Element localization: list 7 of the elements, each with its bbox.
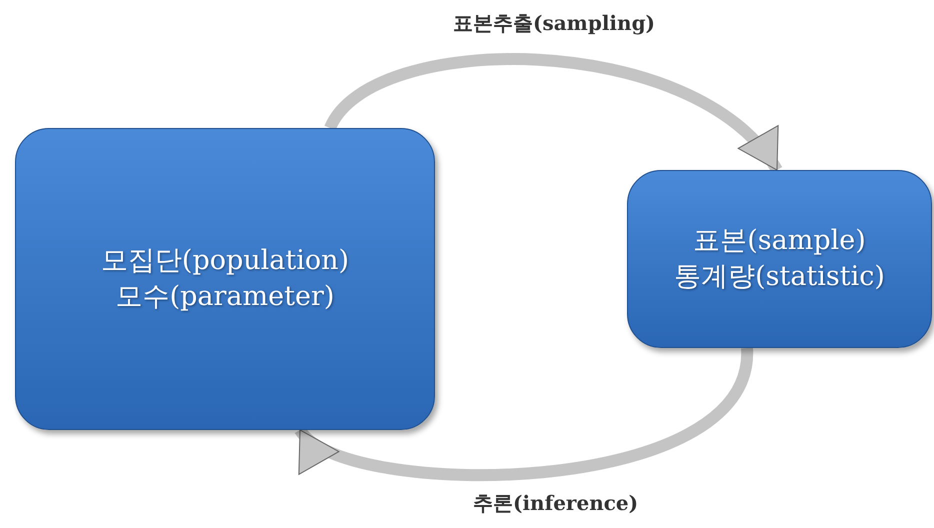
curved-arrow: [296, 347, 753, 481]
box-label: 모집단(population): [100, 244, 350, 278]
box-label: 표본(sample): [693, 224, 866, 258]
rounded-box: [627, 170, 932, 348]
box-label: 통계량(statistic): [674, 260, 885, 294]
box-label: 모수(parameter): [116, 280, 334, 314]
rounded-box: [15, 128, 435, 430]
